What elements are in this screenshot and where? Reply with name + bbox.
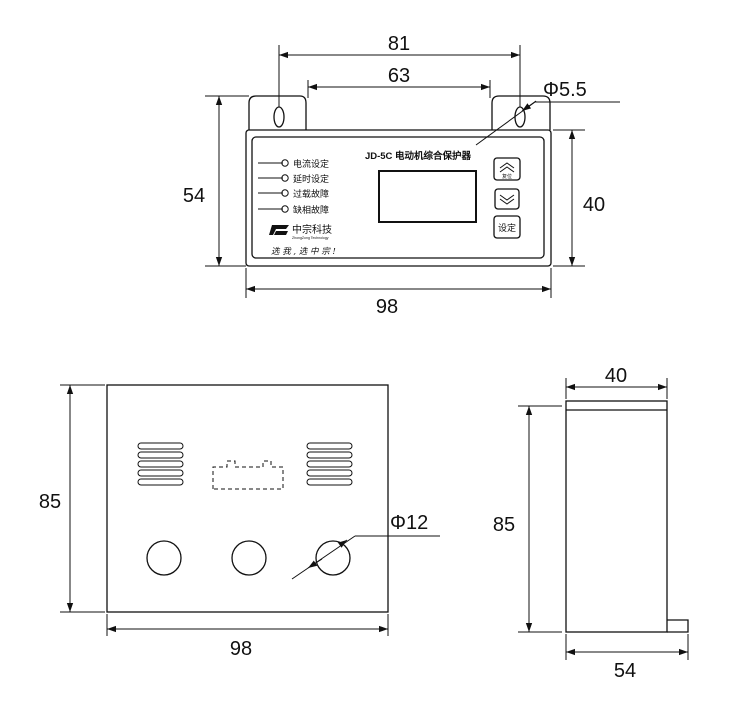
dim-98: 98	[376, 296, 398, 318]
set-button[interactable]	[493, 215, 521, 239]
dim-81: 81	[388, 33, 410, 55]
front-dimensions: 81 63 Φ5.5 54 40 98	[183, 33, 620, 318]
logo-text: 中宗科技	[292, 223, 332, 236]
indicator-led	[281, 205, 289, 213]
indicator-label: 延时设定	[293, 173, 329, 185]
indicator-label: 过载故障	[293, 188, 329, 200]
left-mount-hole	[273, 106, 285, 128]
front-view: JD-5C 电动机综合保护器 电流设定 延时设定 过载故障 缺相故障 中宗科技 …	[183, 33, 620, 318]
dim-54: 54	[183, 185, 205, 207]
dim-63: 63	[388, 65, 410, 87]
back-view: Φ12 85 98	[39, 384, 440, 660]
dim-85-side: 85	[493, 514, 515, 536]
reset-up-button[interactable]	[493, 157, 521, 181]
dim-40-side: 40	[605, 365, 627, 387]
dim-phi-5-5: Φ5.5	[543, 79, 587, 101]
down-button[interactable]	[494, 188, 520, 210]
side-view: 40 85 54	[493, 365, 689, 682]
indicator-label: 缺相故障	[293, 204, 329, 216]
slogan: 选 我 , 选 中 宗 !	[271, 246, 336, 257]
right-ear	[491, 95, 551, 130]
left-vent	[137, 442, 184, 486]
dim-phi-12: Φ12	[390, 512, 428, 534]
din-rail-clip	[212, 460, 284, 490]
indicator-led	[281, 174, 289, 182]
front-body-outline	[245, 129, 552, 267]
chevron-down-icon	[499, 194, 515, 205]
right-vent	[306, 442, 353, 486]
indicator-led	[281, 159, 289, 167]
left-ear	[248, 95, 307, 130]
indicator-led	[281, 189, 289, 197]
chevron-up-icon	[499, 162, 515, 173]
side-clip	[667, 619, 689, 633]
dim-98-back: 98	[230, 638, 252, 660]
indicator-list: 电流设定 延时设定 过载故障 缺相故障	[258, 158, 329, 216]
dim-85-back: 85	[39, 491, 61, 513]
cable-knockout	[231, 540, 267, 576]
panel-buttons: 复位 设定	[493, 157, 521, 239]
lcd-display	[378, 170, 477, 223]
front-panel	[251, 136, 545, 259]
logo-subtext: ZhongZong Technology	[292, 236, 329, 240]
cable-knockout	[315, 540, 351, 576]
side-body-outline	[565, 400, 668, 633]
brand-logo: 中宗科技 ZhongZong Technology	[269, 223, 332, 240]
logo-mark-icon	[269, 225, 289, 235]
back-body-outline	[106, 384, 389, 613]
panel-title: JD-5C 电动机综合保护器	[365, 150, 472, 162]
dim-54-side: 54	[614, 660, 636, 682]
dim-40: 40	[583, 194, 605, 216]
reset-label: 复位	[502, 173, 512, 180]
cable-knockout	[146, 540, 182, 576]
indicator-label: 电流设定	[293, 158, 329, 170]
set-label: 设定	[498, 222, 516, 234]
